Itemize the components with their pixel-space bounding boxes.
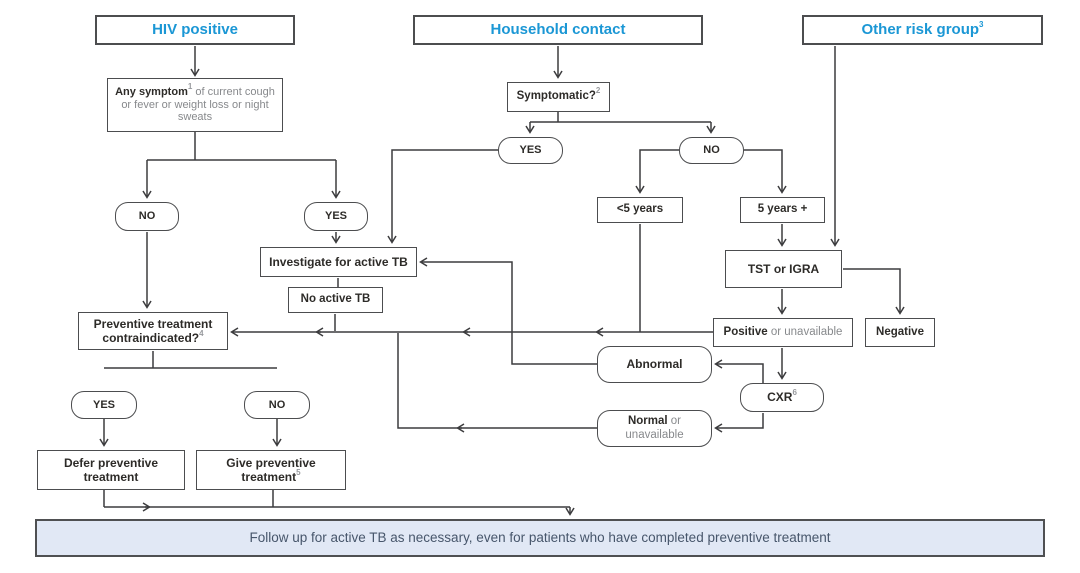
node-positive-label: Positive or unavailable	[723, 325, 843, 338]
entry-household-contact-label: Household contact	[490, 21, 626, 39]
node-investigate-active-tb-label: Investigate for active TB	[269, 254, 408, 269]
node-under-5-years: <5 years	[597, 197, 683, 223]
decision-symptomatic-no: NO	[679, 137, 744, 164]
node-no-active-tb: No active TB	[288, 287, 383, 313]
node-abnormal-label: Abnormal	[626, 357, 683, 372]
node-under-5-years-label: <5 years	[616, 203, 664, 216]
decision-label: NO	[138, 210, 156, 223]
node-cxr-label: CXR6	[767, 388, 797, 405]
decision-hiv-symptom-yes: YES	[304, 202, 368, 231]
decision-label: YES	[92, 398, 115, 411]
node-tst-negative: Negative	[865, 318, 935, 347]
footer-followup-bar: Follow up for active TB as necessary, ev…	[35, 519, 1045, 557]
node-negative-label: Negative	[876, 325, 924, 338]
decision-contraindicated-yes: YES	[71, 391, 137, 419]
decision-symptomatic-yes: YES	[498, 137, 563, 164]
entry-box-hiv-positive: HIV positive	[95, 15, 295, 45]
decision-label: NO	[703, 144, 720, 157]
footer-followup-label: Follow up for active TB as necessary, ev…	[249, 530, 831, 546]
node-tst-or-igra-label: TST or IGRA	[747, 261, 820, 276]
decision-label: YES	[324, 210, 347, 223]
node-tst-positive-or-unavailable: Positive or unavailable	[713, 318, 853, 347]
node-investigate-active-tb: Investigate for active TB	[260, 247, 417, 277]
node-symptomatic-label: Symptomatic?2	[516, 86, 601, 103]
entry-other-risk-group-label: Other risk group3	[861, 20, 984, 39]
entry-box-household-contact: Household contact	[413, 15, 703, 45]
node-any-symptom-label: Any symptom1 of current cough or fever o…	[115, 81, 275, 124]
entry-box-other-risk-group: Other risk group3	[802, 15, 1043, 45]
node-any-symptom: Any symptom1 of current cough or fever o…	[107, 78, 283, 132]
entry-hiv-positive-label: HIV positive	[152, 21, 238, 39]
node-cxr: CXR6	[740, 383, 824, 412]
node-cxr-normal-or-unavailable: Normal or unavailable	[597, 410, 712, 447]
node-symptomatic: Symptomatic?2	[507, 82, 610, 112]
decision-label: YES	[519, 144, 542, 157]
node-5-years-plus-label: 5 years +	[757, 203, 808, 216]
node-no-active-tb-label: No active TB	[300, 293, 371, 306]
decision-label: NO	[268, 398, 286, 411]
decision-hiv-symptom-no: NO	[115, 202, 179, 231]
node-cxr-abnormal: Abnormal	[597, 346, 712, 383]
node-5-years-plus: 5 years +	[740, 197, 825, 223]
node-normal-label: Normal or unavailable	[625, 414, 684, 441]
node-tst-or-igra: TST or IGRA	[725, 250, 842, 288]
decision-contraindicated-no: NO	[244, 391, 310, 419]
